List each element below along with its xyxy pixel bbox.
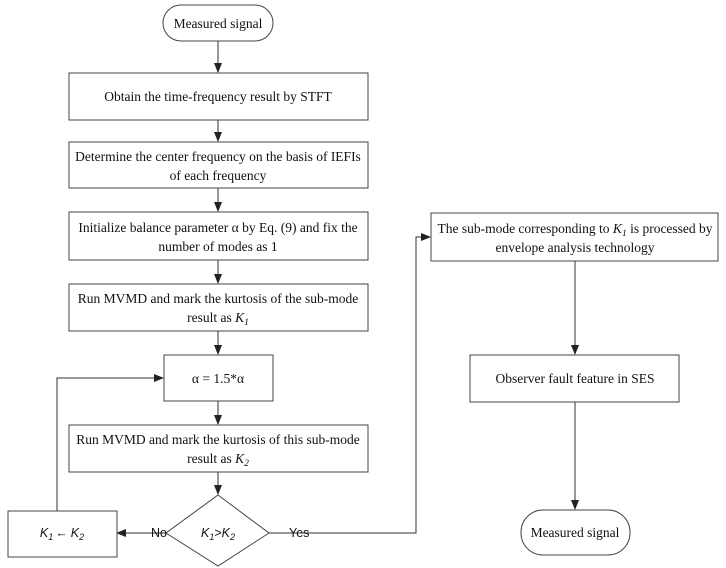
run1-line1: Run MVMD and mark the kurtosis of the su…: [78, 291, 358, 306]
run1-line2: result as K1: [187, 310, 249, 328]
envelope-line2: envelope analysis technology: [496, 240, 655, 255]
init-step: Initialize balance parameter α by Eq. (9…: [68, 211, 369, 261]
start-label: Measured signal: [174, 16, 263, 31]
envelope-analysis-step: The sub-mode corresponding to K1 is proc…: [430, 212, 719, 262]
run2-line1: Run MVMD and mark the kurtosis of this s…: [76, 432, 359, 447]
observe-step: Observer fault feature in SES: [469, 354, 680, 403]
run-mvmd-step-2: Run MVMD and mark the kurtosis of this s…: [68, 424, 369, 473]
envelope-line1: The sub-mode corresponding to K1 is proc…: [437, 221, 712, 239]
run-mvmd-step-1: Run MVMD and mark the kurtosis of the su…: [68, 283, 369, 332]
branch-yes-label: Yes: [289, 526, 309, 540]
update-label: α = 1.5*α: [192, 371, 244, 386]
stft-step: Obtain the time-frequency result by STFT: [68, 72, 369, 121]
init-line2: number of modes as 1: [158, 239, 277, 254]
center-frequency-step: Determine the center frequency on the ba…: [68, 141, 369, 189]
arrow-assign-update: [56, 374, 164, 511]
init-line1: Initialize balance parameter α by Eq. (9…: [78, 220, 357, 235]
update-alpha-step: α = 1.5*α: [163, 354, 274, 402]
connectors: [56, 41, 579, 537]
end-label: Measured signal: [531, 525, 620, 540]
arrow-decision-envelope: [269, 233, 431, 534]
decision-node: K1>K2: [165, 494, 270, 567]
assign-step: K1←K2: [7, 510, 118, 558]
run2-line2: result as K2: [187, 451, 249, 469]
end-node: Measured signal: [520, 509, 631, 556]
center-line1: Determine the center frequency on the ba…: [75, 149, 361, 164]
decision-label: K1>K2: [201, 526, 235, 542]
center-line2: of each frequency: [170, 168, 267, 183]
assign-label: K1←K2: [40, 526, 84, 542]
start-node: Measured signal: [162, 4, 274, 42]
observe-label: Observer fault feature in SES: [496, 371, 655, 386]
branch-no-label: No: [151, 526, 167, 540]
stft-label: Obtain the time-frequency result by STFT: [104, 89, 332, 104]
